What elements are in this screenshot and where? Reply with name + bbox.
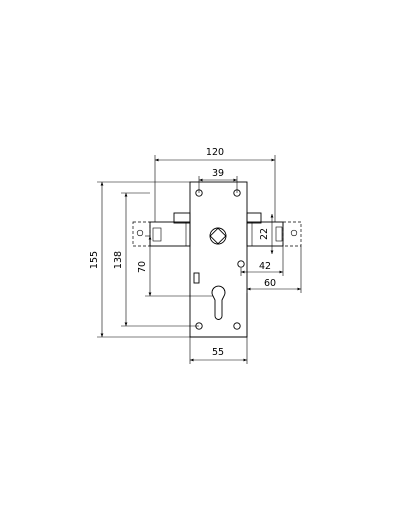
square-spindle-icon (209, 227, 227, 245)
lock-body (189, 181, 248, 338)
dim-backset-42: 42 (240, 246, 284, 276)
dim-backset-60: 60 (246, 246, 302, 337)
right-bolt-assembly (246, 212, 302, 247)
euro-cylinder-profile-icon (211, 285, 226, 320)
left-bolt (149, 221, 191, 247)
dim-overall-width: 120 (154, 147, 276, 222)
left-latch (132, 212, 191, 247)
dim-overall-height: 155 (89, 181, 190, 338)
right-bolt-extended (282, 221, 302, 247)
screw-hole-middle-right (237, 260, 245, 268)
dim-label-138: 138 (113, 251, 124, 269)
dim-label-39: 39 (212, 168, 224, 179)
dim-height-70: 70 (137, 235, 213, 297)
dim-label-120: 120 (206, 147, 224, 158)
dim-label-60: 60 (264, 278, 276, 289)
dim-label-70: 70 (137, 261, 148, 273)
lock-plate (189, 181, 248, 338)
dim-label-55: 55 (212, 347, 224, 358)
dim-label-42: 42 (259, 261, 271, 272)
dim-bolt-height: 22 (259, 214, 274, 254)
dim-screw-spacing: 39 (198, 168, 238, 193)
dim-height-138: 138 (113, 192, 199, 327)
left-bolt-extended (132, 221, 151, 247)
latch-slot (193, 272, 200, 284)
screw-hole-bottom-right (233, 322, 241, 330)
dim-label-22: 22 (259, 228, 270, 240)
dim-plate-width: 55 (189, 337, 248, 364)
screw-holes (195, 189, 245, 330)
dim-label-155: 155 (89, 251, 100, 269)
